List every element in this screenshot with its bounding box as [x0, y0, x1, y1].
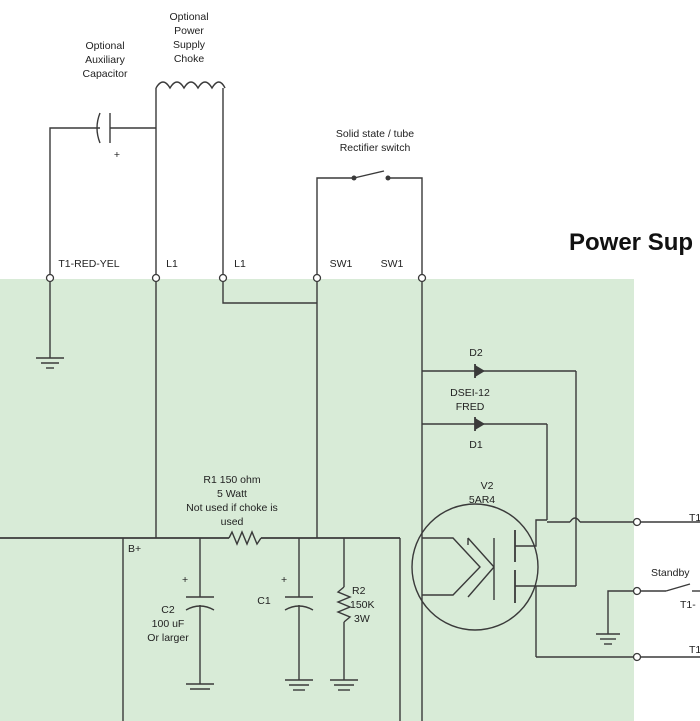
svg-text:100 uF: 100 uF	[152, 618, 185, 630]
r1-resistor-symbol	[228, 530, 262, 546]
svg-text:+: +	[281, 574, 287, 586]
c2-capacitor-symbol: +	[182, 538, 215, 690]
terminal-label-l1-a: L1	[166, 258, 178, 270]
ground-t1-red-yel	[36, 278, 64, 369]
svg-text:5AR4: 5AR4	[469, 494, 495, 506]
svg-text:FRED: FRED	[456, 401, 485, 413]
svg-text:used: used	[221, 516, 244, 528]
diode-part-label: DSEI-12 FRED	[450, 387, 490, 413]
svg-text:R2: R2	[352, 585, 366, 597]
svg-text:+: +	[182, 574, 188, 586]
bplus-label: B+	[128, 543, 141, 555]
svg-text:Supply: Supply	[173, 39, 206, 51]
choke-inductor-symbol	[155, 81, 226, 277]
c1-label: C1	[257, 595, 271, 607]
v2-tube-symbol	[411, 503, 576, 721]
v2-label: V2 5AR4	[469, 480, 495, 506]
svg-text:150K: 150K	[350, 599, 375, 611]
terminal-label-l1-b: L1	[234, 258, 246, 270]
svg-text:DSEI-12: DSEI-12	[450, 387, 490, 399]
svg-text:3W: 3W	[354, 613, 370, 625]
rectifier-switch-label: Solid state / tube Rectifier switch	[336, 128, 414, 154]
svg-text:Optional: Optional	[169, 11, 208, 23]
wire-l1-to-sw1	[222, 278, 317, 304]
aux-capacitor-label: Optional Auxiliary Capacitor	[83, 40, 128, 80]
svg-text:Capacitor: Capacitor	[83, 68, 128, 80]
svg-text:Not used if choke is: Not used if choke is	[186, 502, 278, 514]
svg-text:C2: C2	[161, 604, 175, 616]
r1-label: R1 150 ohm 5 Watt Not used if choke is u…	[186, 474, 278, 528]
r2-label: R2 150K 3W	[350, 585, 375, 625]
r2-resistor-symbol	[330, 538, 358, 691]
terminal-label-t1-red-yel: T1-RED-YEL	[58, 258, 119, 270]
rectifier-switch-symbol	[316, 170, 423, 277]
right-output-wires	[536, 517, 700, 658]
svg-text:Or larger: Or larger	[147, 632, 189, 644]
terminal-label-sw1-b: SW1	[381, 258, 404, 270]
svg-text:5 Watt: 5 Watt	[217, 488, 247, 500]
choke-label: Optional Power Supply Choke	[169, 11, 208, 65]
svg-text:Solid state / tube: Solid state / tube	[336, 128, 414, 140]
svg-text:V2: V2	[481, 480, 494, 492]
svg-text:R1 150 ohm: R1 150 ohm	[203, 474, 260, 486]
d2-label: D2	[469, 347, 483, 359]
d2-diode-symbol	[474, 364, 485, 378]
svg-text:Power: Power	[174, 25, 204, 37]
right-label-2: T1-	[680, 599, 696, 611]
svg-text:+: +	[114, 149, 120, 161]
svg-text:Choke: Choke	[174, 53, 205, 65]
aux-capacitor-symbol: +	[49, 112, 156, 277]
svg-text:Auxiliary: Auxiliary	[85, 54, 125, 66]
standby-label: Standby	[651, 567, 690, 579]
d1-label: D1	[469, 439, 483, 451]
svg-text:Rectifier switch: Rectifier switch	[340, 142, 411, 154]
svg-text:Optional: Optional	[85, 40, 124, 52]
d1-diode-symbol	[474, 417, 485, 431]
terminal-label-sw1-a: SW1	[330, 258, 353, 270]
diagram-title: Power Sup	[569, 229, 693, 256]
terminal-nodes	[45, 273, 642, 662]
right-label-3: T1	[689, 644, 700, 656]
c2-label: C2 100 uF Or larger	[147, 604, 189, 644]
right-label-1: T1	[689, 512, 700, 524]
c1-capacitor-symbol: +	[281, 538, 314, 691]
